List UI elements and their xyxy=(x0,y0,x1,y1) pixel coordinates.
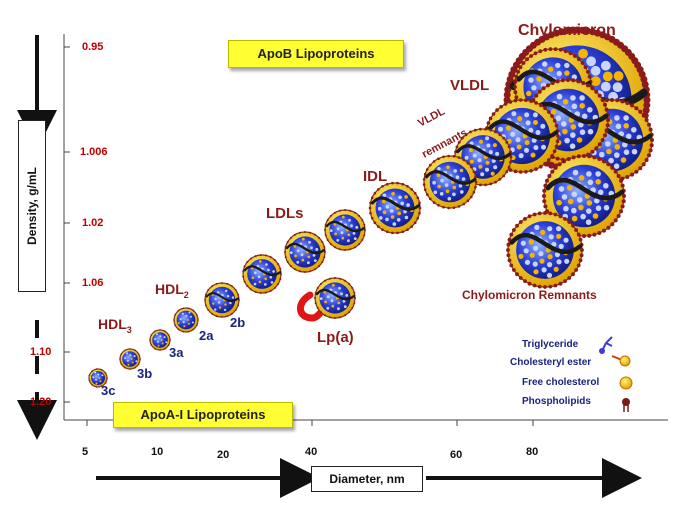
hdl-2a-particle xyxy=(173,307,199,333)
idl-label: IDL xyxy=(363,168,388,185)
legend-icons xyxy=(599,336,633,412)
legend-free-cholesterol: Free cholesterol xyxy=(522,377,600,388)
idl-particle xyxy=(368,181,422,235)
legend-cholesteryl-ester: Cholesteryl ester xyxy=(510,357,592,368)
hdl3-label-sub: 3 xyxy=(126,324,132,335)
chylomicron-remnant-particle xyxy=(542,154,626,238)
triglyceride-icon xyxy=(599,336,613,354)
diameter-tick-label: 60 xyxy=(450,449,463,461)
vldl-label: VLDL xyxy=(450,77,490,94)
subclass-label-2a: 2a xyxy=(199,328,214,343)
y-axis-label: Density, g/mL xyxy=(25,167,39,245)
hdl2-label: HDL2 xyxy=(155,281,189,300)
legend-triglyceride: Triglyceride xyxy=(522,339,579,350)
hdl3-label: HDL3 xyxy=(98,316,132,335)
hdl2-label-sub: 2 xyxy=(183,289,189,300)
diameter-tick-label: 10 xyxy=(151,446,164,458)
y-axis-label-box: Density, g/mL xyxy=(18,120,46,292)
free-cholesterol-icon xyxy=(619,376,633,390)
ldls-label: LDLs xyxy=(266,205,304,222)
subclass-label-3c: 3c xyxy=(101,383,116,398)
hdl-3c-particle xyxy=(88,368,108,388)
legend-phospholipids: Phospholipids xyxy=(522,396,591,407)
diameter-tick-label: 40 xyxy=(305,446,318,458)
hdl-3a-particle xyxy=(149,329,171,351)
ldl-particle xyxy=(324,209,366,251)
lpa-particle xyxy=(314,277,356,319)
density-tick-label: 1.06 xyxy=(82,277,104,289)
hdl-3b-particle xyxy=(119,348,141,370)
diameter-tick-label: 80 xyxy=(526,446,539,458)
chylomicron-remnant-particle xyxy=(506,211,584,289)
hdl-2b-particle xyxy=(204,282,240,318)
subclass-label-3a: 3a xyxy=(169,345,184,360)
x-axis-label: Diameter, nm xyxy=(311,466,423,492)
apoa-banner: ApoA-I Lipoproteins xyxy=(113,402,293,428)
diameter-tick-label: 20 xyxy=(217,449,230,461)
cholesteryl-ester-icon xyxy=(611,355,631,367)
chylomicron-remnants-label: Chylomicron Remnants xyxy=(462,288,597,302)
density-tick-label: 0.95 xyxy=(82,41,104,53)
ldl-particle xyxy=(284,231,326,273)
density-tick-marks xyxy=(64,46,70,403)
density-tick-label: 1.20 xyxy=(30,396,52,408)
ldl-particle xyxy=(242,254,282,294)
lpa-label: Lp(a) xyxy=(317,329,354,346)
density-tick-label: 1.02 xyxy=(82,217,104,229)
vldl-remnant-particle xyxy=(422,154,478,210)
subclass-label-3b: 3b xyxy=(137,366,153,381)
chylomicron-label: Chylomicron xyxy=(518,22,616,39)
particles-layer xyxy=(88,26,654,388)
density-tick-label: 1.10 xyxy=(30,346,52,358)
hdl3-label-main: HDL xyxy=(98,316,127,332)
subclass-label-2b: 2b xyxy=(230,315,246,330)
diameter-tick-label: 5 xyxy=(82,446,89,458)
phospholipid-icon xyxy=(622,398,630,412)
apob-banner: ApoB Lipoproteins xyxy=(228,40,404,68)
hdl2-label-main: HDL xyxy=(155,281,184,297)
density-tick-label: 1.006 xyxy=(80,146,108,158)
